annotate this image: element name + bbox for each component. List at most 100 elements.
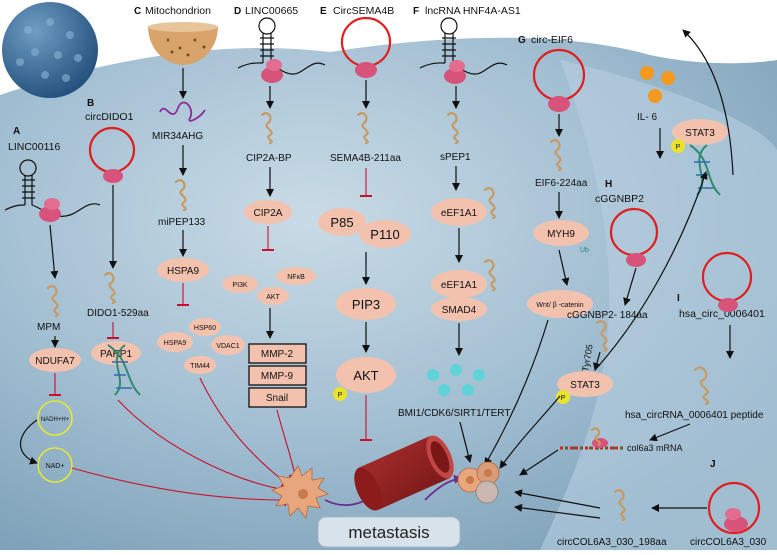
panel-d-lncrna-icon bbox=[237, 17, 326, 83]
panel-d-nfkb-oval bbox=[276, 267, 316, 285]
panel-e-akt-oval bbox=[336, 357, 396, 393]
metastasis-label: metastasis bbox=[348, 523, 429, 542]
panel-j-arrow-3 bbox=[514, 503, 601, 519]
panel-c-title: Mitochondrion bbox=[145, 5, 211, 17]
panel-h-stat3-oval bbox=[557, 371, 613, 397]
panel-e-title: CircSEMA4B bbox=[333, 5, 394, 17]
panel-e-pip3: PIP3 bbox=[352, 297, 380, 312]
panel-j-circrna-icon bbox=[707, 481, 761, 535]
panel-g-ub: Ub bbox=[580, 247, 589, 254]
panel-e-akt: AKT bbox=[353, 368, 378, 383]
panel-d-peptide: CIP2A-BP bbox=[246, 153, 292, 164]
panel-g-peptide: EIF6-224aa bbox=[535, 178, 588, 189]
panel-f-dots-icon bbox=[427, 364, 485, 396]
panel-e-peptide-icon bbox=[356, 112, 369, 145]
panel-h-stat3-upstream-arrow bbox=[594, 171, 708, 371]
panel-b-inhibit-metastasis bbox=[117, 399, 288, 497]
panel-f-eef2-oval bbox=[431, 270, 487, 298]
panel-f-smad-oval bbox=[431, 297, 487, 321]
panel-a-nad-circle bbox=[37, 447, 73, 483]
tumor-cell-icon bbox=[271, 465, 329, 519]
panel-f-peptide-icon-3 bbox=[483, 259, 496, 292]
panel-a-nadh-circle bbox=[37, 400, 73, 436]
cell-highlight bbox=[540, 60, 777, 550]
panel-i-arrow-3 bbox=[519, 449, 559, 476]
panel-b-dna-icon bbox=[107, 344, 141, 396]
panel-c-tim44-oval bbox=[184, 356, 216, 374]
panel-b-peptide: DIDO1-529aa bbox=[87, 308, 149, 319]
panel-j-letter: J bbox=[710, 459, 716, 470]
panel-c-inhibit-metastasis bbox=[199, 377, 290, 488]
tumor-cluster-icon bbox=[457, 461, 500, 504]
panel-d-akt-oval bbox=[257, 287, 289, 305]
panel-e-peptide: SEMA4B-211aa bbox=[330, 153, 401, 164]
panel-f-eef1: eEF1A1 bbox=[441, 208, 478, 219]
panel-g-wnt-oval bbox=[527, 290, 593, 318]
panel-f-peptide-icon bbox=[446, 112, 459, 145]
panel-c-complex-1: HSPA9 bbox=[164, 340, 187, 347]
panel-d-target-oval bbox=[244, 200, 292, 224]
panel-e-pip3-oval bbox=[336, 288, 396, 320]
panel-a-cycle-arrow bbox=[20, 419, 38, 465]
panel-e-p110-oval bbox=[359, 220, 411, 248]
panel-c-complex-3: TIM44 bbox=[190, 363, 210, 370]
panel-e-p85-oval bbox=[318, 208, 366, 236]
il6-icon bbox=[640, 66, 675, 103]
panel-a-target-oval bbox=[29, 348, 81, 372]
panel-i-mrna-icon bbox=[560, 427, 623, 450]
panel-c-vdac1-oval bbox=[211, 335, 245, 355]
panel-b-peptide-icon bbox=[103, 272, 116, 305]
panel-g-arrow-4 bbox=[484, 319, 549, 466]
panel-h-phos-top-icon bbox=[671, 139, 685, 153]
panel-d-title: LINC00665 bbox=[245, 5, 298, 17]
panel-d-peptide-icon bbox=[260, 112, 273, 145]
panel-c-peptide: miPEP133 bbox=[158, 217, 206, 228]
panel-b-letter: B bbox=[87, 98, 94, 109]
panel-h-peptide-icon bbox=[595, 320, 608, 353]
panel-j-title: circCOL6A3_030 bbox=[690, 537, 767, 548]
panel-d-complex-2: AKT bbox=[266, 294, 280, 301]
panel-g-wnt: Wnt/ β -catenin bbox=[536, 302, 583, 309]
panel-e-phos-icon bbox=[333, 387, 347, 401]
panel-g-arrow-3 bbox=[558, 249, 570, 286]
panel-h-stat3-feedback-arrow bbox=[682, 29, 734, 176]
panel-g-target-oval bbox=[533, 220, 589, 246]
panel-d-letter: D bbox=[234, 6, 241, 17]
panel-c-gene: MIR34AHG bbox=[152, 131, 203, 142]
panel-i-letter: I bbox=[677, 293, 680, 304]
mitochondrion-icon bbox=[148, 22, 218, 65]
panel-a-nadh: NADH+H+ bbox=[41, 417, 70, 423]
panel-a-arrow-1 bbox=[49, 224, 59, 279]
panel-d-complex-1: NFκB bbox=[287, 274, 305, 281]
panel-c-complex-0: HSP60 bbox=[194, 325, 216, 332]
panel-i-arrow-2 bbox=[649, 423, 691, 442]
panel-g-letter: G bbox=[518, 35, 526, 46]
panel-c-hspa9-oval bbox=[157, 332, 193, 352]
panel-i-title: hsa_circ_0006401 bbox=[679, 308, 765, 320]
panel-f-smad: SMAD4 bbox=[442, 305, 477, 316]
panel-a-inhibit-metastasis bbox=[71, 467, 287, 507]
panel-i-ribosome-icon bbox=[718, 298, 738, 312]
panel-d-box-0-label: MMP-2 bbox=[261, 349, 294, 360]
panel-b-title: circDIDO1 bbox=[85, 111, 134, 123]
panel-h-letter: H bbox=[605, 179, 612, 190]
panel-d-box-0 bbox=[248, 343, 307, 364]
panel-h-stat3-top-oval bbox=[672, 119, 728, 145]
panel-d-box-1-label: MMP-9 bbox=[261, 371, 294, 382]
panel-a-letter: A bbox=[13, 126, 20, 137]
panel-a-title: LINC00116 bbox=[8, 141, 61, 153]
panel-f-peptide-icon-2 bbox=[483, 187, 496, 220]
panel-c-target-oval bbox=[157, 258, 209, 282]
panel-i-peptide-icon bbox=[693, 366, 710, 406]
panel-j-peptide-icon bbox=[613, 489, 626, 522]
panel-h-arrow-3 bbox=[499, 395, 561, 469]
panel-a-lncrna-icon bbox=[4, 159, 101, 222]
panel-a-peptide: MPM bbox=[37, 322, 60, 333]
cell-sphere-icon bbox=[2, 2, 98, 98]
panel-h-phos-icon bbox=[556, 390, 570, 404]
panel-i-peptide: hsa_circRNA_0006401 peptide bbox=[625, 410, 764, 421]
panel-e-letter: E bbox=[320, 6, 327, 17]
panel-d-inhibit-metastasis bbox=[276, 409, 302, 478]
panel-f-eef1-oval bbox=[431, 198, 487, 226]
